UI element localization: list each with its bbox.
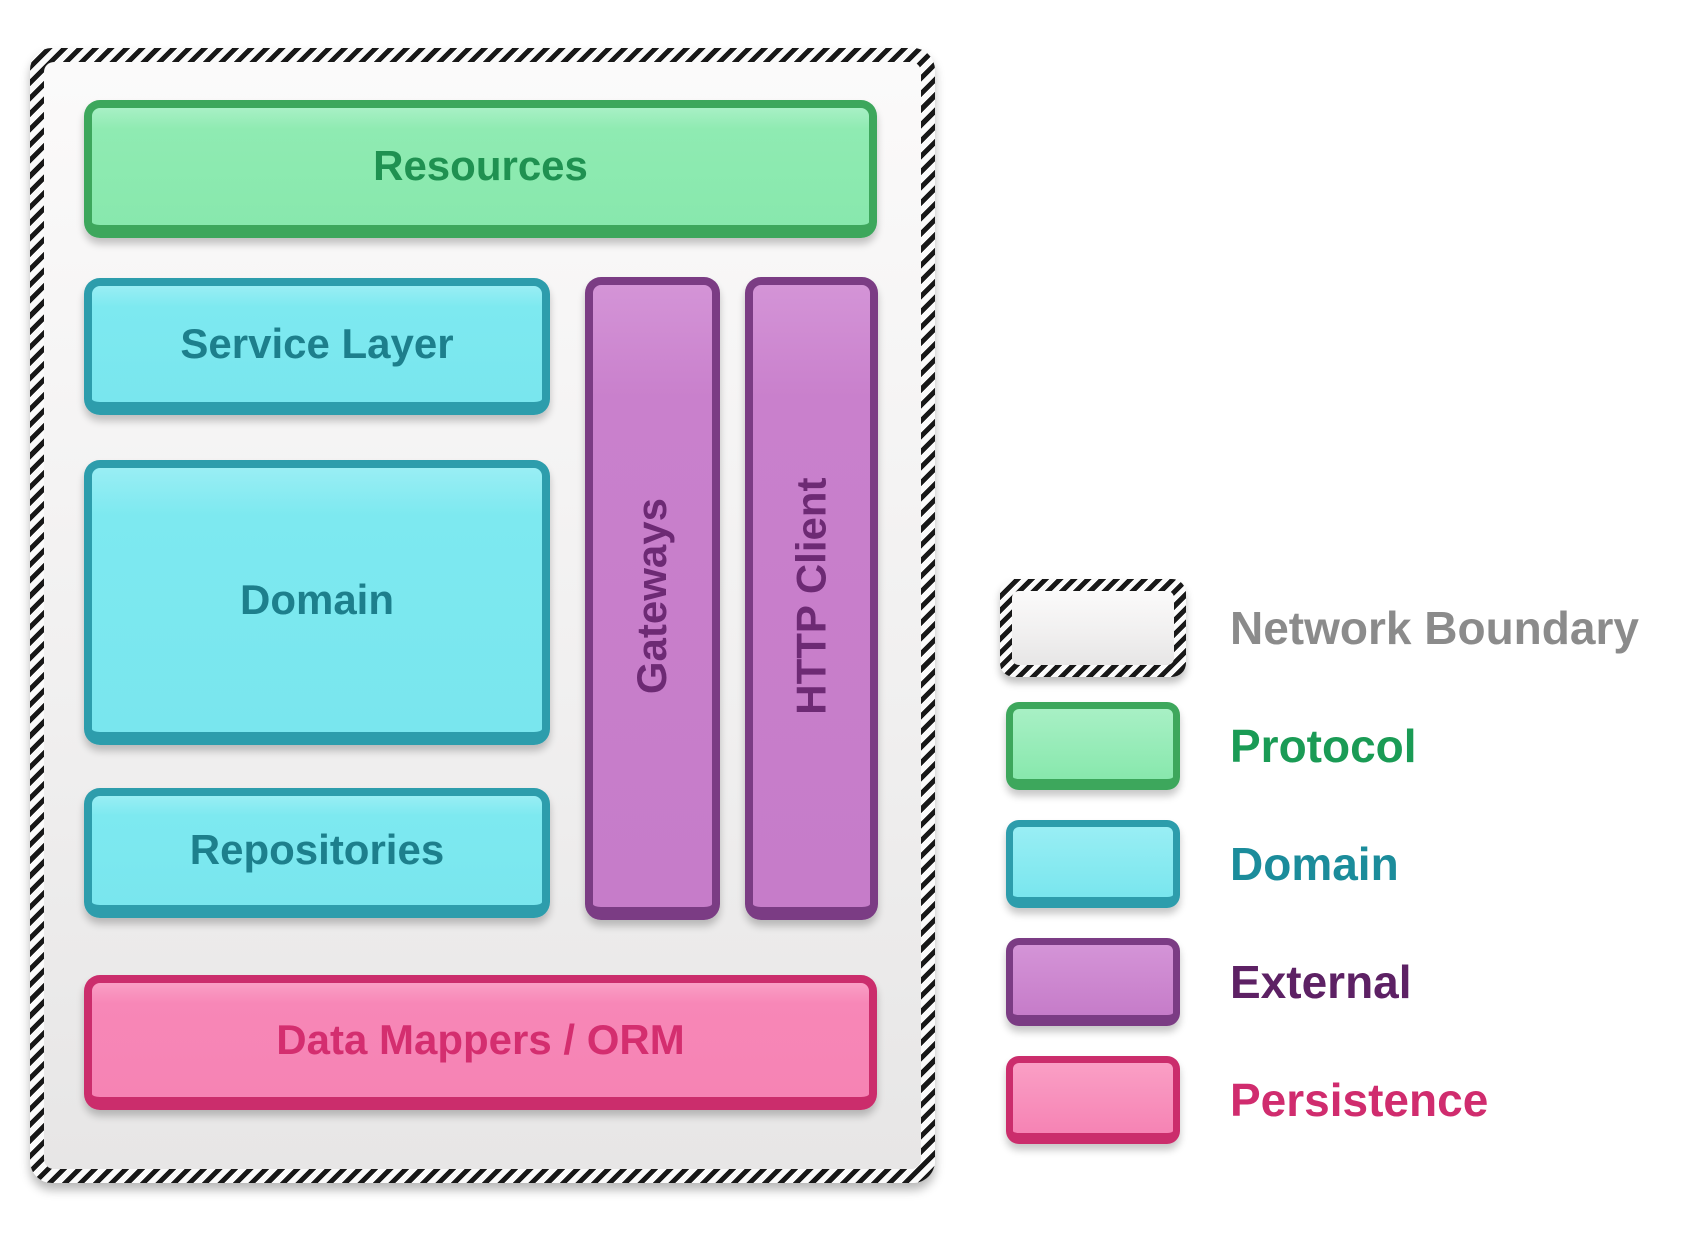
http-client-box: HTTP Client xyxy=(745,277,878,920)
domain-box: Domain xyxy=(84,460,550,745)
data-mappers-label: Data Mappers / ORM xyxy=(276,1015,685,1063)
resources-label: Resources xyxy=(373,142,588,190)
http-client-label: HTTP Client xyxy=(787,477,835,715)
service-layer-label: Service Layer xyxy=(180,319,454,367)
data-mappers-box: Data Mappers / ORM xyxy=(84,975,877,1110)
service-layer-box: Service Layer xyxy=(84,278,550,415)
legend-label-domain: Domain xyxy=(1230,838,1399,890)
legend-label-protocol: Protocol xyxy=(1230,720,1417,772)
legend-swatch-protocol xyxy=(1006,702,1180,790)
legend-swatch-network-boundary-fill xyxy=(1012,591,1174,665)
legend-label-persistence: Persistence xyxy=(1230,1074,1489,1126)
resources-box: Resources xyxy=(84,100,877,238)
legend-label-network-boundary: Network Boundary xyxy=(1230,602,1639,654)
legend-label-external: External xyxy=(1230,956,1412,1008)
repositories-box: Repositories xyxy=(84,788,550,918)
gateways-box: Gateways xyxy=(585,277,720,920)
domain-label: Domain xyxy=(239,575,394,623)
legend-swatch-persistence xyxy=(1006,1056,1180,1144)
gateways-label: Gateways xyxy=(628,497,676,695)
legend-swatch-external xyxy=(1006,938,1180,1026)
repositories-label: Repositories xyxy=(189,826,445,874)
legend-swatch-domain xyxy=(1006,820,1180,908)
legend-swatch-network-boundary xyxy=(1000,579,1186,677)
